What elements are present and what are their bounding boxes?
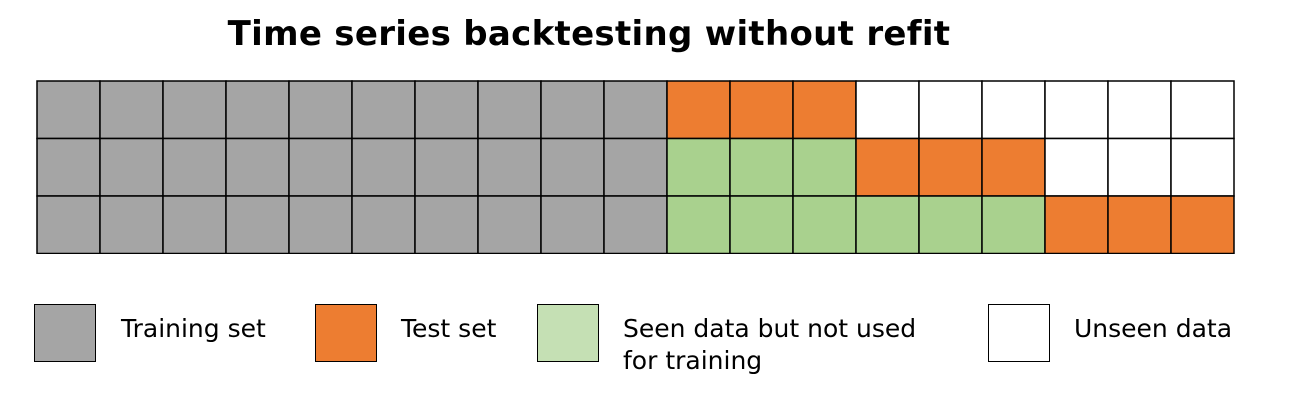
grid-cell-unseen — [918, 80, 983, 140]
grid-cell-train — [540, 195, 605, 254]
grid-cell-seen — [855, 195, 920, 254]
grid-cell-train — [225, 137, 290, 197]
grid-cell-train — [288, 80, 353, 140]
grid-cell-train — [540, 80, 605, 140]
grid-cell-unseen — [1044, 80, 1109, 140]
grid-cell-train — [603, 80, 668, 140]
grid-cell-unseen — [1044, 137, 1109, 197]
grid-cell-test — [1170, 195, 1235, 254]
grid-cell-train — [477, 80, 542, 140]
grid-cell-seen — [666, 195, 731, 254]
grid-cell-train — [351, 137, 416, 197]
grid-cell-seen — [918, 195, 983, 254]
grid-cell-train — [477, 195, 542, 254]
grid-cell-test — [855, 137, 920, 197]
grid-cell-train — [162, 137, 227, 197]
grid-cell-unseen — [1170, 80, 1235, 140]
grid-cell-test — [918, 137, 983, 197]
grid-cell-train — [414, 80, 479, 140]
grid-cell-train — [225, 80, 290, 140]
backtest-grid — [36, 80, 1235, 254]
grid-cell-test — [729, 80, 794, 140]
legend-label-unseen: Unseen data — [1074, 314, 1233, 343]
legend-label-training: Training set — [121, 314, 266, 343]
grid-cell-train — [288, 137, 353, 197]
grid-cell-test — [792, 80, 857, 140]
grid-cell-train — [603, 137, 668, 197]
legend-swatch-seen — [537, 304, 599, 362]
diagram-title: Time series backtesting without refit — [227, 14, 951, 54]
grid-cell-train — [36, 80, 101, 140]
grid-cell-seen — [729, 195, 794, 254]
grid-cell-seen — [666, 137, 731, 197]
grid-cell-seen — [792, 195, 857, 254]
legend-swatch-unseen — [988, 304, 1050, 362]
grid-cell-train — [162, 80, 227, 140]
grid-cell-train — [225, 195, 290, 254]
grid-cell-train — [162, 195, 227, 254]
grid-cell-train — [36, 137, 101, 197]
legend-label-seen-line1: Seen data but not used — [623, 314, 917, 343]
grid-cell-train — [351, 195, 416, 254]
grid-cell-train — [477, 137, 542, 197]
grid-cell-train — [603, 195, 668, 254]
grid-cell-train — [99, 80, 164, 140]
grid-cell-test — [981, 137, 1046, 197]
grid-cell-train — [414, 137, 479, 197]
legend-label-test: Test set — [401, 314, 497, 343]
grid-cell-train — [414, 195, 479, 254]
grid-cell-seen — [981, 195, 1046, 254]
grid-cell-test — [666, 80, 731, 140]
grid-cell-test — [1107, 195, 1172, 254]
grid-cell-train — [99, 137, 164, 197]
grid-cell-train — [351, 80, 416, 140]
grid-cell-train — [540, 137, 605, 197]
grid-cell-unseen — [1107, 137, 1172, 197]
grid-cell-seen — [792, 137, 857, 197]
grid-cell-seen — [729, 137, 794, 197]
grid-cell-train — [288, 195, 353, 254]
grid-cell-unseen — [855, 80, 920, 140]
legend-label-seen-line2: for training — [623, 346, 763, 375]
grid-cell-unseen — [1170, 137, 1235, 197]
grid-cell-train — [36, 195, 101, 254]
legend-swatch-training — [34, 304, 96, 362]
grid-cell-unseen — [981, 80, 1046, 140]
legend-swatch-test — [315, 304, 377, 362]
grid-cell-unseen — [1107, 80, 1172, 140]
grid-cell-test — [1044, 195, 1109, 254]
grid-cell-train — [99, 195, 164, 254]
